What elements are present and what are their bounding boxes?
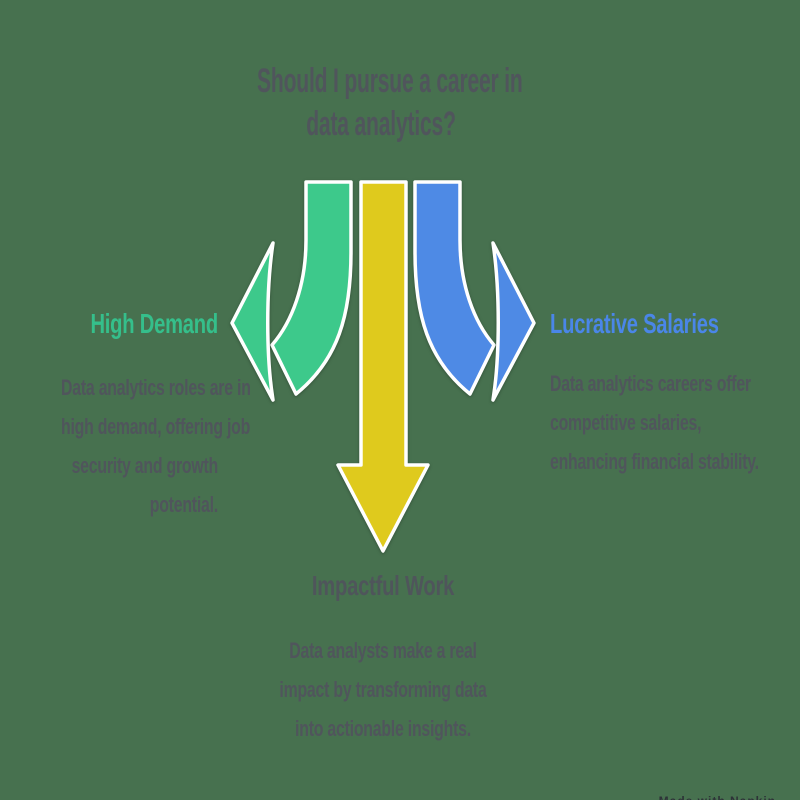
body-line: Data analytics roles are in [61, 375, 251, 400]
watermark-fragment: Made with Napkin [659, 794, 776, 800]
branch-heading-impactful-work: Impactful Work [311, 570, 455, 601]
branch-body-lucrative-salaries: Data analytics careers offer competitive… [550, 364, 759, 481]
page-title-line-1: Should I pursue a career in [257, 62, 523, 100]
branch-body-impactful-work: Data analysts make a real impact by tran… [239, 631, 527, 748]
page-title: Should I pursue a career in data analyti… [257, 60, 523, 146]
lucrative-salaries-arrow [413, 180, 536, 402]
branch-heading-high-demand: High Demand [90, 308, 218, 339]
body-line: impact by transforming data [279, 677, 487, 702]
lucrative-salaries-arrow-ribbon [413, 180, 496, 396]
branch-body-high-demand: Data analytics roles are in high demand,… [61, 368, 251, 524]
impactful-work-arrow [336, 180, 430, 553]
body-line: potential. [149, 492, 218, 517]
page-title-line-2: data analytics? [306, 105, 456, 143]
high-demand-arrow [230, 180, 353, 402]
branch-heading-lucrative-salaries: Lucrative Salaries [550, 308, 719, 339]
body-line: enhancing financial stability. [550, 449, 759, 474]
body-line: high demand, offering job [61, 414, 251, 439]
high-demand-arrowhead [230, 241, 275, 402]
body-line: Data analytics careers offer [550, 371, 751, 396]
body-line: Data analysts make a real [289, 638, 477, 663]
high-demand-arrow-ribbon [270, 180, 353, 396]
lucrative-salaries-arrowhead [491, 241, 536, 402]
impactful-work-arrow-shape [336, 180, 430, 553]
body-line: competitive salaries, [550, 410, 702, 435]
body-line: security and growth [71, 453, 219, 478]
body-line: into actionable insights. [295, 716, 471, 741]
